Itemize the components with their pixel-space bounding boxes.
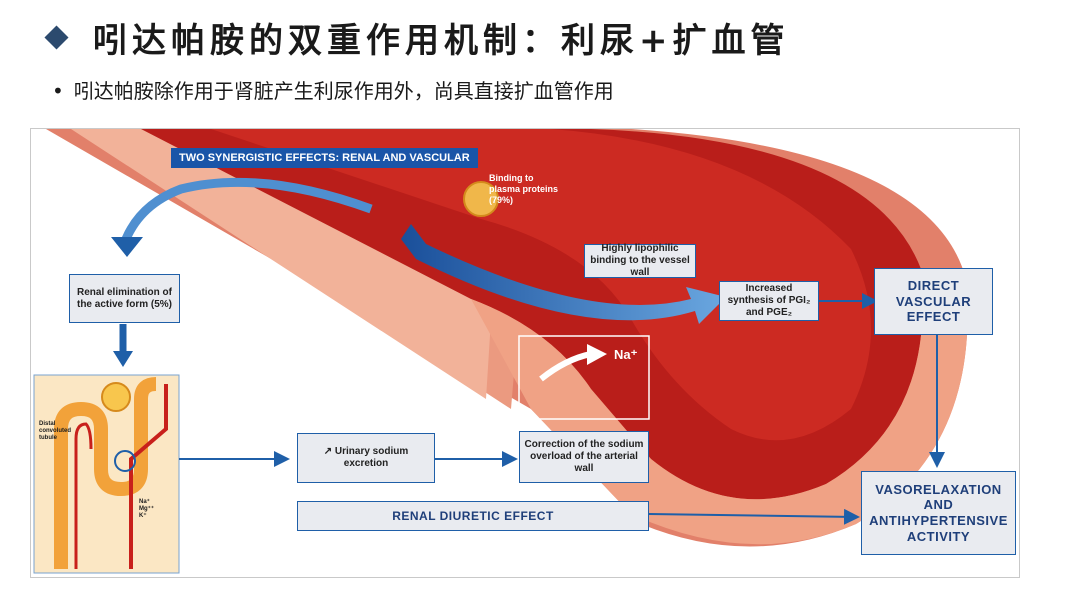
kidney-tubule-label: Distal convoluted tubule [39, 421, 72, 442]
slide-title-row: 吲达帕胺的双重作用机制：利尿+扩血管 [44, 12, 790, 62]
banner-swoosh-arrow [121, 177, 373, 241]
slide-bullet-text: 吲达帕胺除作用于肾脏产生利尿作用外，尚具直接扩血管作用 [73, 79, 614, 103]
direct-vascular-box: DIRECT VASCULAR EFFECT [874, 268, 993, 335]
banner-swoosh-arrowhead [111, 237, 143, 257]
vessel-lumen-highlight [211, 129, 871, 441]
renal-elimination-box: Renal elimination of the active form (5%… [69, 274, 180, 323]
lipophilic-flow-arrow [401, 224, 726, 324]
renal-diuretic-box: RENAL DIURETIC EFFECT [297, 501, 649, 531]
vasorelaxation-box: VASORELAXATION AND ANTIHYPERTENSIVE ACTI… [861, 471, 1016, 555]
lipophilic-box: Highly lipophilic binding to the vessel … [584, 243, 696, 278]
synthesis-box: Increased synthesis of PGI₂ and PGE₂ [719, 281, 819, 321]
mechanism-diagram: TWO SYNERGISTIC EFFECTS: RENAL AND VASCU… [30, 128, 1020, 578]
na-label: Na⁺ [614, 347, 638, 362]
bullet-dot-icon: • [52, 79, 64, 103]
kidney-ions-label: Na⁺ Mg⁺⁺ K⁺ [139, 499, 154, 520]
diamond-bullet-icon [44, 24, 69, 50]
slide-title: 吲达帕胺的双重作用机制：利尿+扩血管 [93, 20, 790, 61]
binding-label: Binding to plasma proteins (79%) [489, 173, 559, 205]
plasma-protein-icon [463, 181, 499, 217]
renal-effect-to-vasorelax-arrow [648, 508, 860, 525]
slide-bullet: • 吲达帕胺除作用于肾脏产生利尿作用外，尚具直接扩血管作用 [52, 75, 614, 104]
na-box [518, 335, 650, 420]
correction-box: Correction of the sodium overload of the… [519, 431, 649, 483]
synergistic-banner: TWO SYNERGISTIC EFFECTS: RENAL AND VASCU… [171, 148, 478, 168]
urinary-excretion-box: ↗ Urinary sodium excretion [297, 433, 435, 483]
